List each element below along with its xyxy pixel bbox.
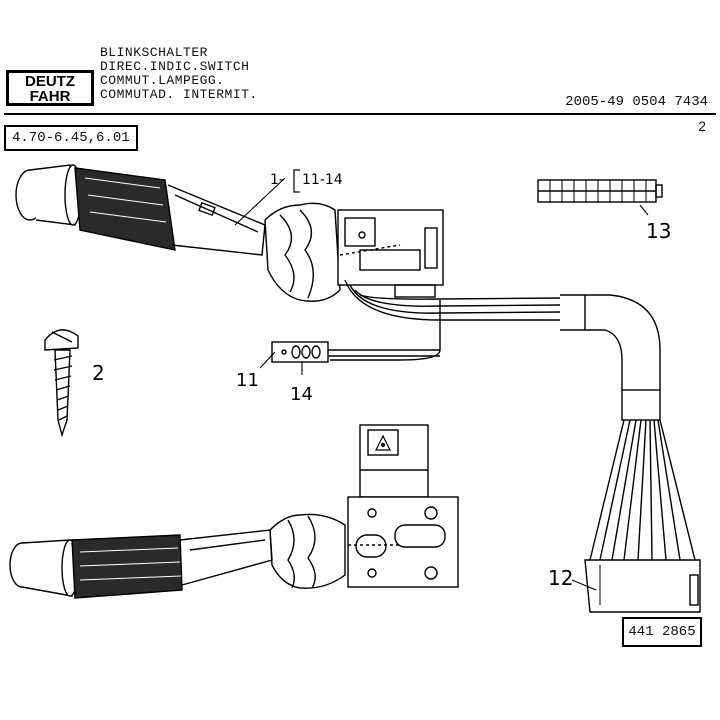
callout-terminal-13: 13 (646, 219, 671, 243)
drawing-reference-box: 441 2865 (622, 617, 702, 647)
part-code: 2005-49 0504 7434 (565, 94, 708, 110)
deutz-fahr-logo: DEUTZ FAHR (6, 70, 94, 106)
logo-line-2: FAHR (30, 88, 71, 105)
title-line-fr: COMMUT.LAMPEGG. (100, 73, 225, 88)
callout-plug-12: 12 (548, 566, 573, 590)
connector-11-14 (271, 341, 440, 363)
harness-plug-12 (584, 389, 701, 613)
lower-switch-assembly (9, 424, 459, 599)
screw-2 (44, 329, 79, 438)
callout-screw: 2 (92, 361, 105, 385)
callout-main-range: 11-14 (302, 172, 343, 188)
model-range-box: 4.70-6.45,6.01 (4, 125, 138, 151)
title-line-en: DIREC.INDIC.SWITCH (100, 59, 250, 74)
title-line-de: BLINKSCHALTER (100, 45, 208, 60)
logo-line-1: DEUTZ (25, 73, 75, 90)
callout-connector-11: 11 (236, 370, 259, 391)
terminal-block-13 (537, 179, 663, 203)
page-number: 2 (698, 118, 706, 134)
upper-switch-stalk (15, 164, 661, 390)
title-line-es: COMMUTAD. INTERMIT. (100, 87, 258, 102)
callout-connector-14: 14 (290, 384, 313, 405)
leader-lines (234, 177, 649, 591)
header-rule (4, 113, 716, 115)
callout-main: 1- (270, 172, 284, 188)
